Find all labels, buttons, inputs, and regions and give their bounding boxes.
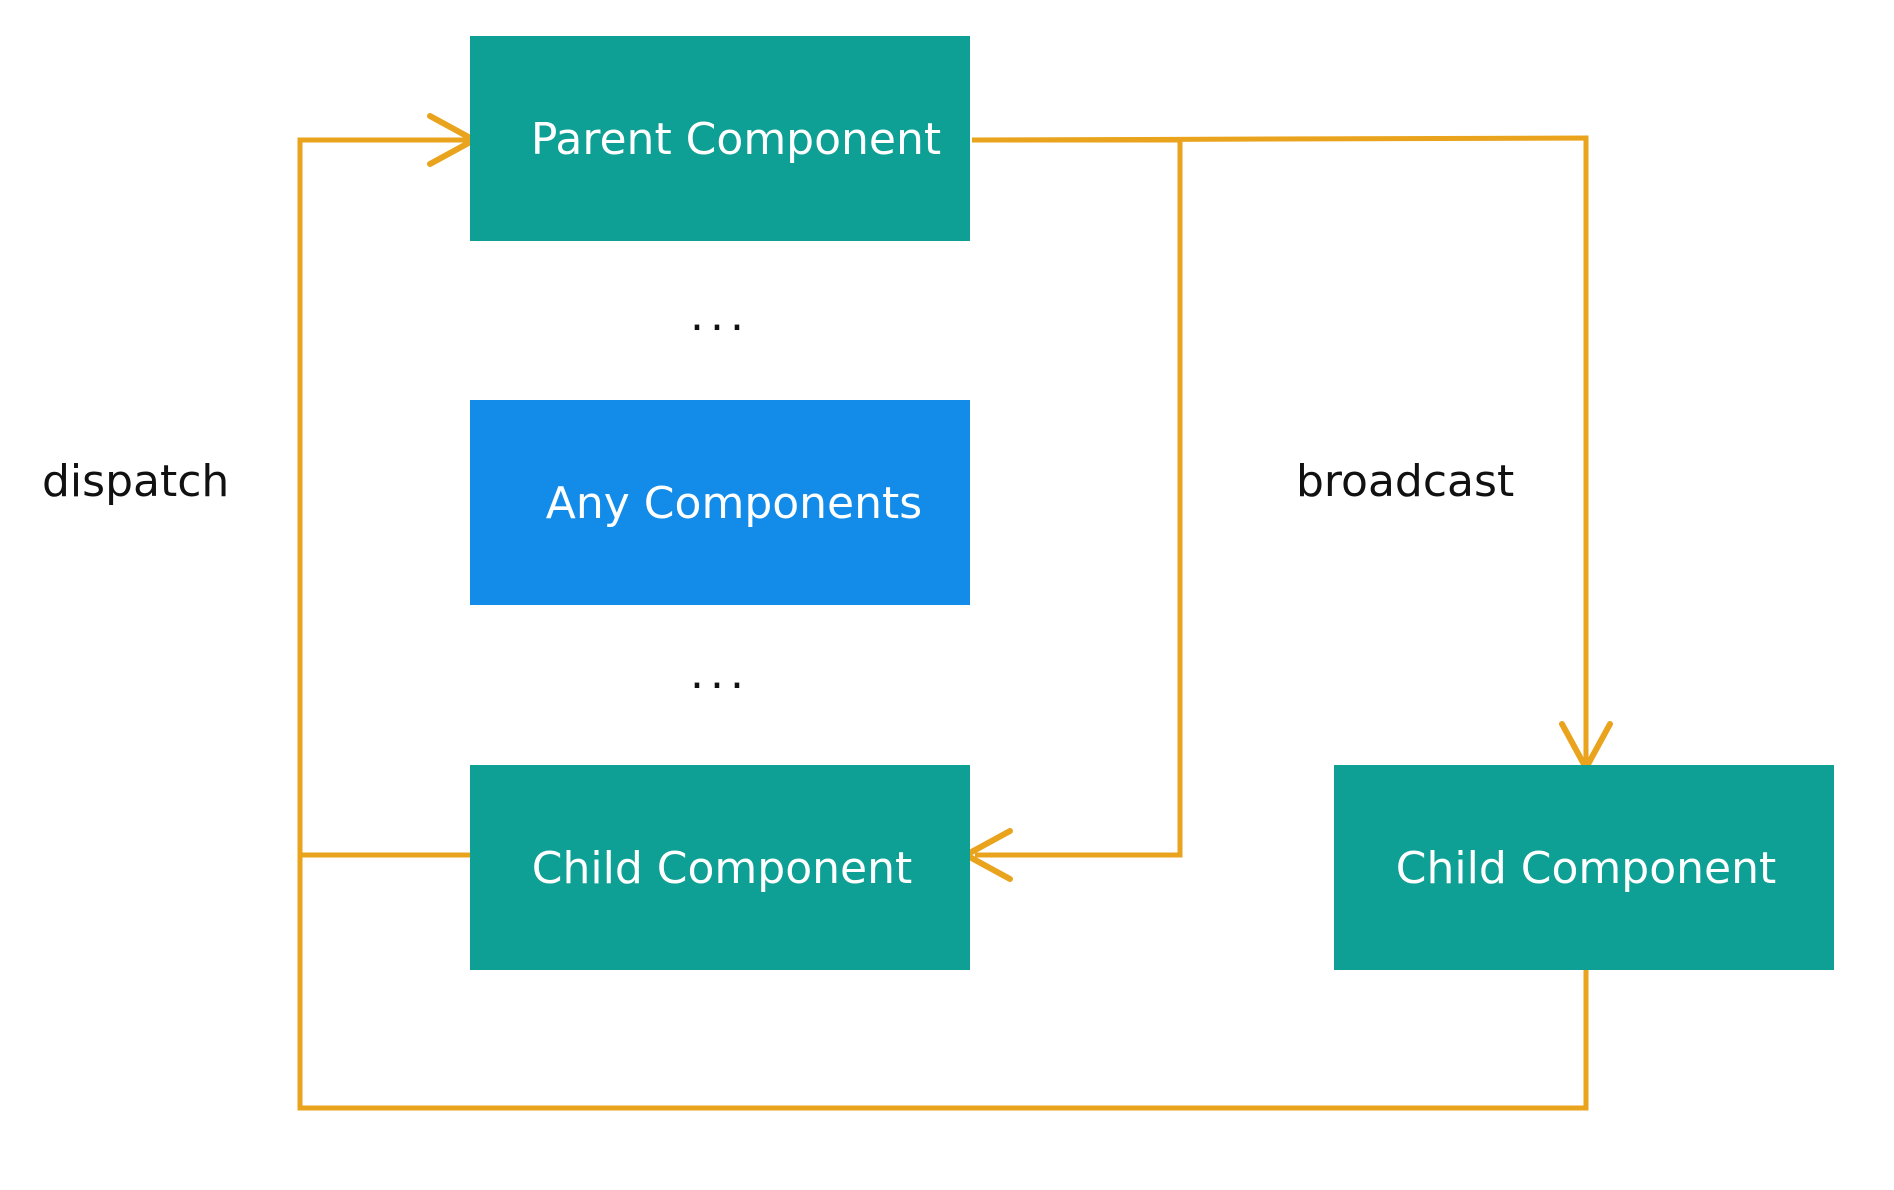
node-child-left: Child Component <box>470 765 970 970</box>
node-any: Any Components <box>470 400 970 605</box>
node-parent: Parent Component <box>470 36 970 241</box>
dispatch-connector-right-child <box>297 855 1589 1111</box>
broadcast-connector-left-child <box>972 137 1183 858</box>
ellipsis-upper: ... <box>690 290 750 341</box>
child-component-right-box <box>1334 765 1834 970</box>
broadcast-connector-right-child <box>971 135 1589 765</box>
any-components-box <box>470 400 970 605</box>
any-components-label: Any Components <box>546 478 922 529</box>
child-component-left-label: Child Component <box>532 843 912 894</box>
ellipsis-lower: ... <box>690 648 750 699</box>
parent-component-label: Parent Component <box>531 114 941 165</box>
broadcast-label: broadcast <box>1296 456 1514 507</box>
node-child-right: Child Component <box>1334 765 1834 970</box>
child-component-left-box <box>470 765 970 970</box>
child-component-right-label: Child Component <box>1396 843 1776 894</box>
dispatch-connector-left-child <box>297 137 472 858</box>
parent-component-box <box>470 36 970 241</box>
dispatch-label: dispatch <box>42 456 229 507</box>
connectors <box>297 135 1589 1111</box>
